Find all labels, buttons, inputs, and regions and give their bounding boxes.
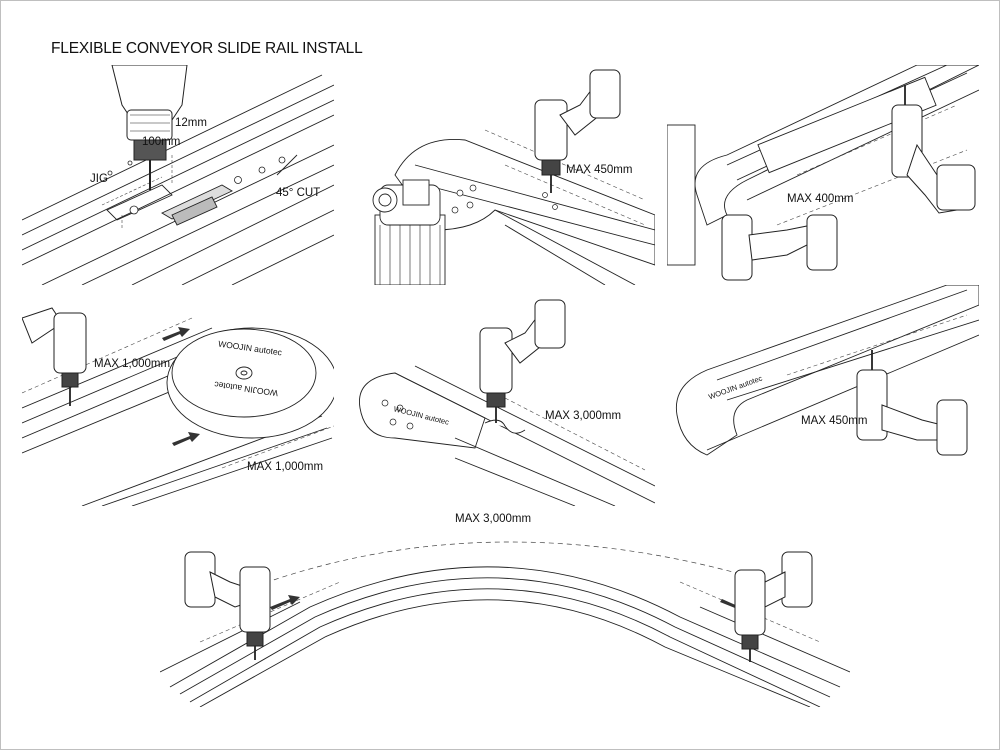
label-jig: JIG: [90, 173, 108, 185]
long-curve-illustration: [160, 541, 850, 707]
drive-end-illustration: [372, 69, 655, 285]
splice-illustration: [359, 299, 655, 506]
label-max-1000-top: MAX 1,000mm: [94, 358, 171, 370]
jig-cut-illustration: [22, 65, 334, 285]
label-12mm: 12mm: [175, 117, 207, 129]
page-title: FLEXIBLE CONVEYOR SLIDE RAIL INSTALL: [51, 40, 363, 57]
label-max-400: MAX 400mm: [787, 193, 854, 205]
panel-jig-cut: 12mm 100mm JIG 45° CUT: [22, 65, 334, 285]
panel-drive-end: MAX 450mm: [355, 65, 655, 285]
end-return-illustration: [675, 285, 979, 456]
panel-splice: MAX 3,000mm WOOJIN autotec: [355, 298, 655, 506]
idler-end-illustration: [667, 65, 979, 281]
panel-wheel-bend: MAX 1,000mm MAX 1,000mm WOOJIN autotec W…: [22, 298, 334, 506]
label-max-3000-splice: MAX 3,000mm: [545, 410, 622, 422]
panel-idler-end: MAX 400mm: [667, 65, 979, 285]
label-100mm: 100mm: [142, 136, 181, 148]
panel-end-return: MAX 450mm WOOJIN autotec: [667, 285, 979, 480]
label-max-1000-bottom: MAX 1,000mm: [247, 461, 324, 473]
label-max-3000-curve: MAX 3,000mm: [455, 513, 532, 525]
label-45-cut: 45° CUT: [276, 187, 321, 199]
wheel-bend-illustration: [22, 307, 334, 506]
label-max-450: MAX 450mm: [566, 164, 633, 176]
label-max-450-return: MAX 450mm: [801, 415, 868, 427]
panel-long-curve: MAX 3,000mm: [160, 512, 850, 707]
